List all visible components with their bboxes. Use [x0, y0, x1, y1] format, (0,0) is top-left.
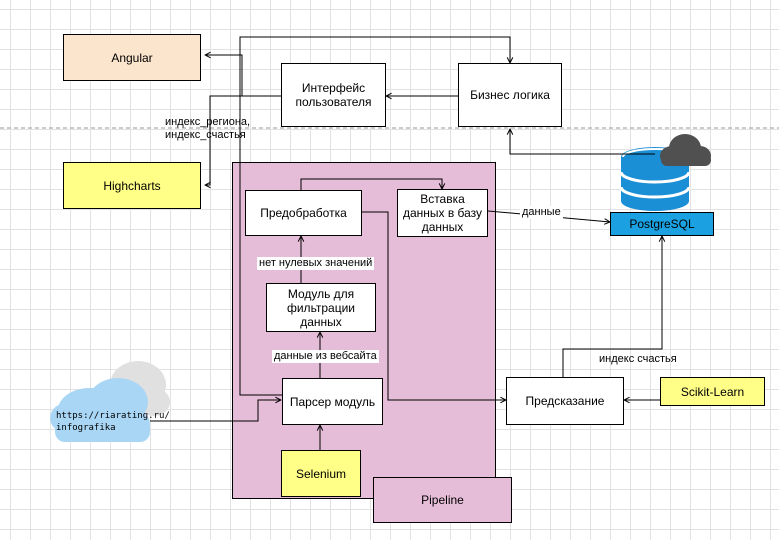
ui-node[interactable]: Интерфейс пользователя: [281, 63, 386, 127]
data-edge-label: данные: [520, 206, 563, 219]
preprocessing-label: Предобработка: [260, 206, 347, 220]
index-label-line2: индекс_счастья: [165, 129, 246, 141]
happiness-index-edge-label: индекс счастья: [599, 353, 677, 365]
scikit-learn-node[interactable]: Scikit-Learn: [660, 377, 765, 406]
source-url-line1: https://riarating.ru/: [56, 411, 170, 421]
postgresql-label: PostgreSQL: [629, 217, 695, 231]
filter-module-label: Модуль для фильтрации данных: [286, 286, 355, 329]
angular-node[interactable]: Angular: [63, 34, 201, 81]
edge-preproc-to-prediction: [362, 211, 506, 400]
prediction-node[interactable]: Предсказание: [506, 377, 624, 425]
highcharts-node[interactable]: Highcharts: [63, 162, 201, 209]
edge-parser-to-business: [239, 36, 510, 396]
pipeline-label-node[interactable]: Pipeline: [373, 477, 512, 523]
filter-module-node[interactable]: Модуль для фильтрации данных: [266, 283, 376, 332]
edge-postgres-to-business: [510, 129, 655, 155]
business-logic-node[interactable]: Бизнес логика: [458, 63, 562, 127]
scikit-learn-label: Scikit-Learn: [680, 384, 745, 399]
business-logic-label: Бизнес логика: [470, 88, 550, 102]
parser-label: Парсер модуль: [289, 394, 376, 409]
index-labels: индекс_региона, индекс_счастья: [163, 116, 252, 142]
source-url[interactable]: https://riarating.ru/ infografika: [56, 410, 170, 434]
highcharts-label: Highcharts: [103, 178, 161, 193]
selenium-node[interactable]: Selenium: [281, 450, 361, 497]
gray-cloud-icon: [660, 134, 711, 166]
edge-ui-to-highcharts: [205, 95, 281, 185]
insert-db-label: Вставка данных в базу данных: [402, 192, 483, 234]
edge-preproc-to-insert: [300, 178, 442, 190]
selenium-label: Selenium: [295, 466, 347, 481]
no-nulls-edge-label: нет нулевых значений: [257, 257, 375, 270]
parser-node[interactable]: Парсер модуль: [282, 378, 383, 425]
index-label-line1: индекс_региона,: [165, 116, 251, 128]
insert-db-node[interactable]: Вставка данных в базу данных: [397, 189, 488, 237]
source-url-line2: infografika: [56, 423, 116, 433]
edge-ui-to-angular: [205, 55, 281, 97]
prediction-label: Предсказание: [525, 394, 605, 408]
ui-label: Интерфейс пользователя: [295, 81, 372, 109]
angular-label: Angular: [111, 50, 153, 65]
postgresql-node[interactable]: PostgreSQL: [610, 212, 714, 236]
website-cloud-icon: [50, 361, 170, 442]
pipeline-label: Pipeline: [421, 493, 464, 507]
edge-website-to-parser: [150, 400, 281, 422]
preprocessing-node[interactable]: Предобработка: [245, 190, 362, 236]
web-data-edge-label: данные из вебсайта: [272, 350, 379, 363]
edge-prediction-to-postgres: [562, 236, 662, 378]
